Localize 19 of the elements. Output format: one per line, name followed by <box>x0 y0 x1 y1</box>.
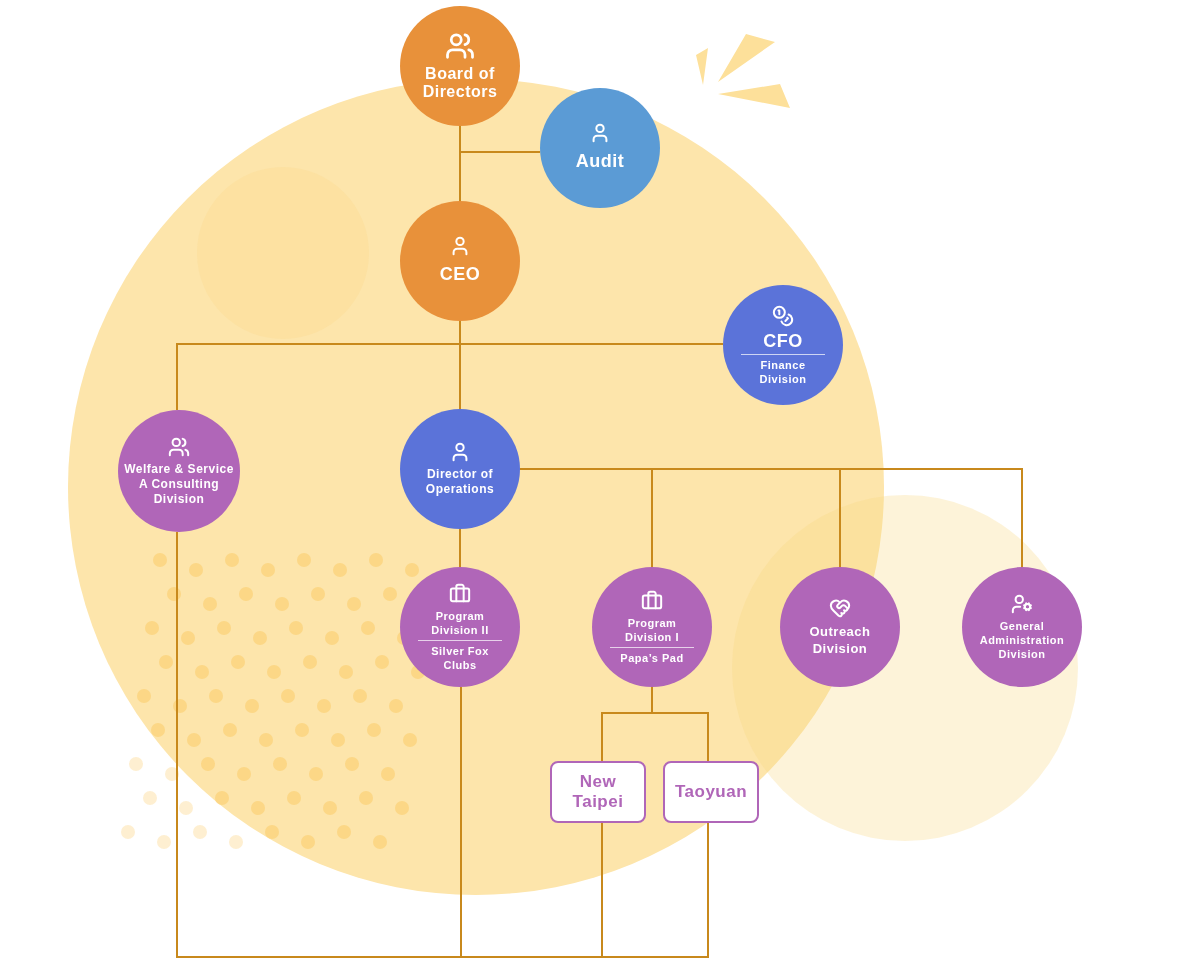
node-title: Program Division I <box>624 615 680 644</box>
node-title: Director of Operations <box>424 467 496 497</box>
connector-line <box>601 822 709 958</box>
node-title: Welfare & Service A Consulting Division <box>123 461 235 507</box>
node-title: Program Division II <box>430 608 490 637</box>
node-title: CEO <box>438 262 482 286</box>
node-title: Audit <box>574 149 626 173</box>
node-title: Board of Directors <box>421 65 499 101</box>
connector-line <box>176 531 462 958</box>
node-title: General Administration Division <box>978 619 1066 661</box>
node-subtitle: Silver Fox Clubs <box>430 643 490 672</box>
location-box <box>550 761 646 823</box>
node-title: Outreach Division <box>808 623 872 657</box>
node-subtitle: Finance Division <box>758 357 808 386</box>
node-title: CFO <box>762 330 804 351</box>
node-title: New Taipei <box>571 772 625 812</box>
node-title: Taoyuan <box>673 782 749 802</box>
location-box <box>663 761 759 823</box>
node-subtitle: Papa’s Pad <box>619 650 685 665</box>
